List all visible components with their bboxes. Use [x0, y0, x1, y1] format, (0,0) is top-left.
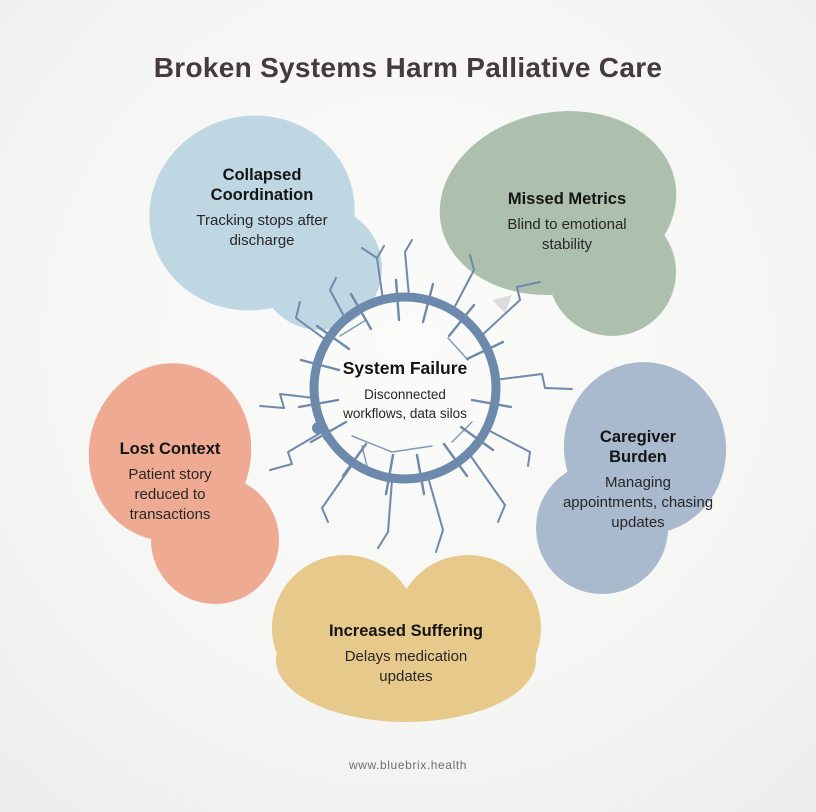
node-title: Collapsed Coordination	[210, 166, 314, 204]
node-description: Patient story reduced to transactions	[128, 465, 212, 524]
blob-lost-context	[88, 363, 279, 604]
node-description: Blind to emotional stability	[507, 215, 627, 254]
node-lost-context: Lost Context Patient story reduced to tr…	[109, 440, 231, 526]
node-description: Managing appointments, chasing updates	[562, 473, 714, 532]
node-title: Lost Context	[119, 440, 221, 458]
node-missed-metrics: Missed Metrics Blind to emotional stabil…	[481, 190, 653, 255]
node-title: Missed Metrics	[507, 190, 627, 208]
node-description: Tracking stops after discharge	[196, 211, 328, 249]
page-title: Broken Systems Harm Palliative Care	[153, 52, 663, 83]
center-description: Disconnected workflows, data silos	[343, 387, 467, 421]
center-system-failure: System Failure Disconnected workflows, d…	[337, 358, 473, 424]
blob-increased-suffering	[272, 555, 541, 722]
blob-caregiver-burden	[536, 362, 727, 594]
node-increased-suffering: Increased Suffering Delays medication up…	[301, 622, 511, 687]
broken-circle-icon	[259, 239, 573, 553]
node-collapsed-coordination: Collapsed Coordination Tracking stops af…	[173, 166, 351, 251]
glass-shard-icon	[492, 295, 512, 313]
node-title: Increased Suffering	[328, 622, 484, 640]
blob-collapsed-coordination	[149, 115, 382, 330]
blob-missed-metrics	[439, 111, 677, 336]
node-title: Caregiver Burden	[599, 428, 677, 466]
node-caregiver-burden: Caregiver Burden Managing appointments, …	[562, 428, 714, 533]
footer-url: www.bluebrix.health	[348, 758, 468, 772]
node-description: Delays medication updates	[344, 647, 468, 686]
center-title: System Failure	[342, 358, 468, 378]
